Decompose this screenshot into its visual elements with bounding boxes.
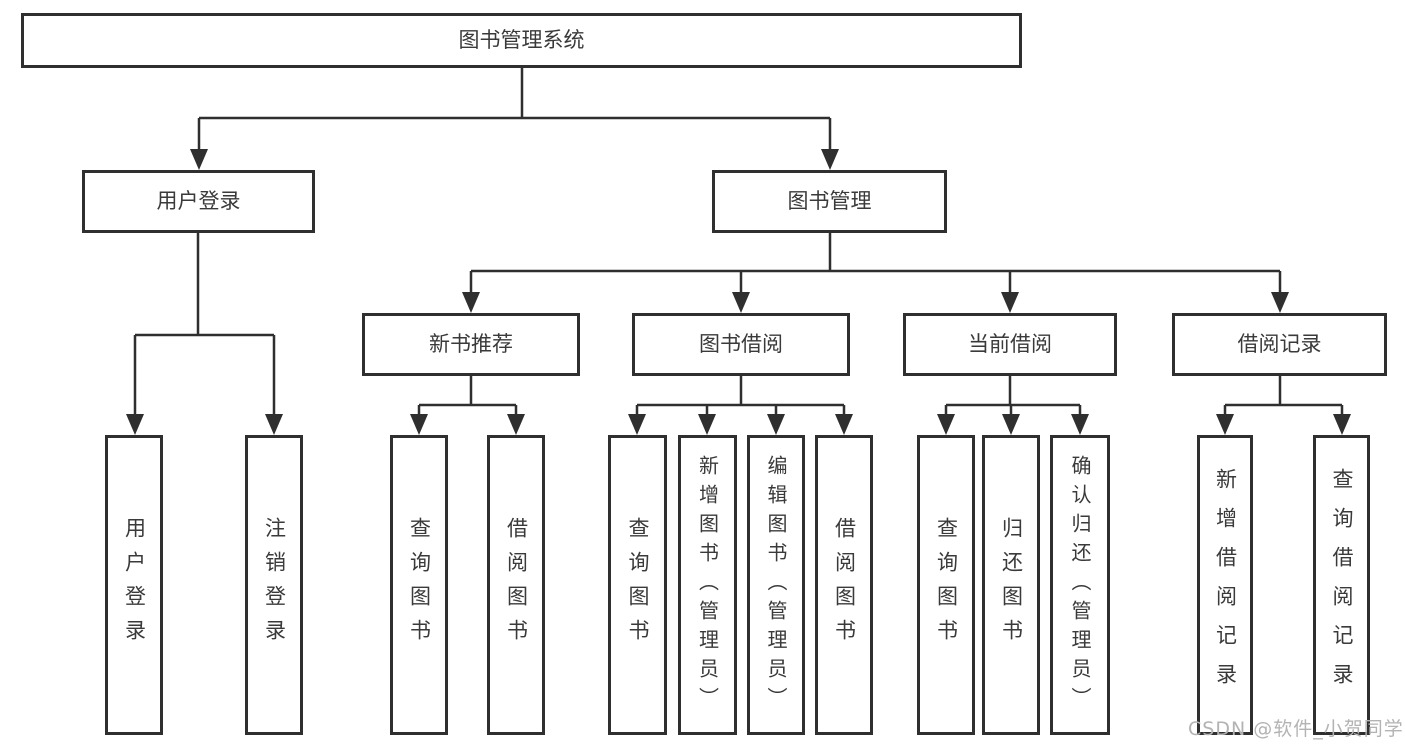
connector-recommend-to-leaves: [410, 376, 525, 435]
leaf-confirm-return-admin: 确认归还（管理员）: [1050, 435, 1110, 735]
leaf-recommend-query-books: 查询图书: [390, 435, 448, 735]
leaf-current-query-books: 查询图书: [917, 435, 975, 735]
node-new-book-recommendation: 新书推荐: [362, 313, 580, 376]
connector-login-to-leaves: [126, 233, 283, 435]
leaf-edit-book-admin: 编辑图书（管理员）: [747, 435, 805, 735]
connector-records-to-leaves: [1216, 376, 1351, 435]
csdn-watermark: CSDN @软件_小贺同学: [1188, 718, 1404, 740]
connector-current-to-leaves: [937, 376, 1089, 435]
leaf-return-books: 归还图书: [982, 435, 1040, 735]
leaf-recommend-borrow-books: 借阅图书: [487, 435, 545, 735]
leaf-borrow-borrow-books: 借阅图书: [815, 435, 873, 735]
node-library-management-system: 图书管理系统: [21, 13, 1022, 68]
node-user-login: 用户登录: [82, 170, 315, 233]
connector-root-to-level2: [190, 68, 839, 170]
leaf-borrow-query-books: 查询图书: [608, 435, 667, 735]
leaf-add-borrow-record: 新增借阅记录: [1197, 435, 1253, 735]
node-book-borrowing: 图书借阅: [632, 313, 850, 376]
leaf-user-login: 用户登录: [105, 435, 163, 735]
connector-mgmt-to-level3: [462, 233, 1289, 313]
node-book-management: 图书管理: [712, 170, 947, 233]
node-borrowing-records: 借阅记录: [1172, 313, 1387, 376]
leaf-logout: 注销登录: [245, 435, 303, 735]
connector-borrow-to-leaves: [628, 376, 853, 435]
node-current-borrowing: 当前借阅: [903, 313, 1117, 376]
leaf-add-book-admin: 新增图书（管理员）: [678, 435, 737, 735]
leaf-query-borrow-record: 查询借阅记录: [1313, 435, 1370, 735]
